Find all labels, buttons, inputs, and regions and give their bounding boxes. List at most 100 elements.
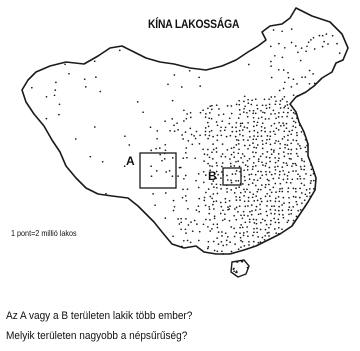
population-dot <box>290 209 293 212</box>
population-dot <box>221 231 223 233</box>
population-dot <box>247 148 249 150</box>
population-dot <box>255 205 258 208</box>
population-dot <box>278 112 280 114</box>
population-dot <box>264 219 266 222</box>
population-dot <box>252 125 255 128</box>
population-dot <box>260 200 263 203</box>
population-dot <box>259 241 262 243</box>
population-dot <box>270 191 273 194</box>
population-dot <box>308 192 311 194</box>
population-dot <box>239 170 241 173</box>
population-dot <box>215 183 218 186</box>
population-dot <box>212 240 215 243</box>
population-dot <box>224 126 227 129</box>
population-dot <box>205 191 207 194</box>
population-dot <box>184 152 187 154</box>
population-dot <box>282 214 284 216</box>
population-dot <box>259 228 262 231</box>
population-dot <box>309 87 311 90</box>
population-dot <box>273 217 276 220</box>
population-dot <box>224 213 226 216</box>
population-dot <box>221 235 223 237</box>
population-dot <box>292 162 294 165</box>
population-dot <box>295 164 298 167</box>
population-dot <box>270 65 272 67</box>
population-dot <box>212 135 214 138</box>
population-dot <box>262 164 264 166</box>
population-dot <box>244 191 247 193</box>
population-dot <box>282 111 285 114</box>
population-dot <box>264 186 267 189</box>
population-dot <box>243 200 246 203</box>
population-dot <box>290 133 293 136</box>
population-dot <box>199 111 202 114</box>
population-dot <box>238 99 241 102</box>
population-dot <box>240 214 242 217</box>
population-dot <box>238 196 241 199</box>
population-dot <box>233 235 236 238</box>
population-dot <box>284 146 286 149</box>
population-dot <box>301 202 303 205</box>
population-dot <box>206 153 209 156</box>
population-dot <box>235 144 238 146</box>
population-dot <box>294 187 297 190</box>
population-dot <box>254 184 257 187</box>
population-dot <box>235 206 238 209</box>
population-dot <box>252 165 254 168</box>
population-dot <box>185 117 188 120</box>
population-dot <box>186 188 189 191</box>
population-dot <box>274 200 277 203</box>
population-dot <box>212 223 215 226</box>
population-dot <box>281 138 284 140</box>
population-dot <box>204 127 207 129</box>
population-dot <box>225 243 228 246</box>
population-dot <box>292 125 295 128</box>
population-dot <box>256 199 259 202</box>
population-dot <box>205 113 207 115</box>
population-dot <box>268 138 271 141</box>
population-dot <box>197 173 200 175</box>
population-dot <box>233 192 236 194</box>
population-dot <box>283 124 285 127</box>
population-dot <box>198 142 201 145</box>
population-dot <box>187 207 189 210</box>
population-dot <box>221 171 223 173</box>
population-dot <box>248 240 250 243</box>
map-title: KÍNA LAKOSSÁGA <box>148 17 240 31</box>
population-dot <box>53 94 56 97</box>
population-dot <box>237 248 240 251</box>
population-dot <box>251 168 254 171</box>
population-dot <box>272 186 275 189</box>
population-dot <box>208 134 211 137</box>
population-dot <box>89 155 92 158</box>
population-dot <box>308 69 311 72</box>
population-dot <box>233 156 236 158</box>
population-dot <box>230 147 233 150</box>
population-dot <box>169 129 171 132</box>
population-dot <box>249 136 251 138</box>
population-dot <box>295 131 298 134</box>
population-dot <box>173 124 175 127</box>
population-dot <box>230 250 233 253</box>
population-dot <box>234 208 236 210</box>
population-dot <box>235 179 237 182</box>
population-dot <box>123 165 126 168</box>
population-dot <box>211 228 213 230</box>
population-dot <box>235 126 237 129</box>
population-dot <box>313 82 316 85</box>
population-dot <box>150 175 153 178</box>
population-dot <box>273 54 276 57</box>
population-dot <box>285 162 288 165</box>
population-dot <box>278 190 281 193</box>
population-dot <box>250 204 253 206</box>
population-dot <box>215 177 218 180</box>
population-dot <box>221 250 223 253</box>
population-dot <box>274 182 277 185</box>
population-dot <box>218 108 220 110</box>
population-dot <box>220 155 223 158</box>
population-dot <box>235 187 237 189</box>
population-dot <box>231 130 234 133</box>
population-dot <box>303 168 305 171</box>
population-dot <box>202 148 204 151</box>
population-dot <box>274 197 277 200</box>
